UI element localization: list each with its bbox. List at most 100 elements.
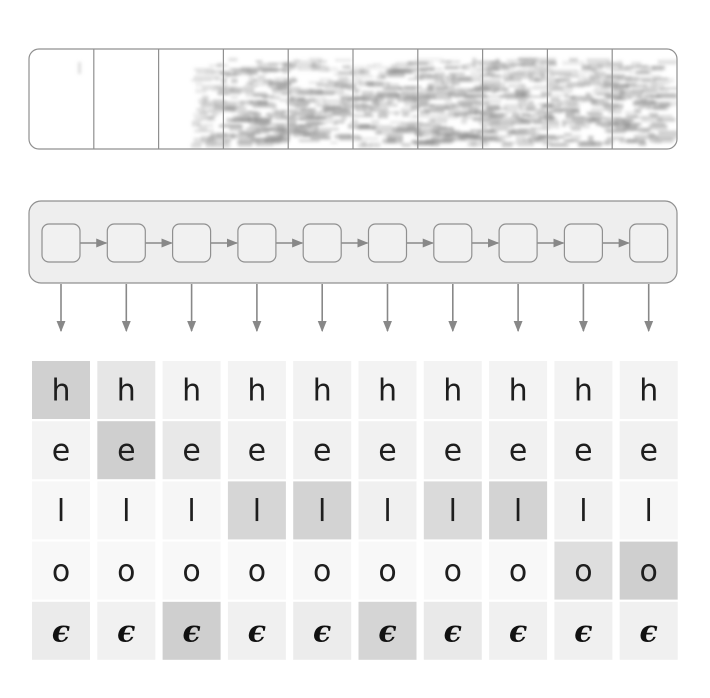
spectrogram-texture <box>271 107 278 113</box>
character-label: h <box>117 374 136 409</box>
spectrogram-texture <box>406 62 427 67</box>
spectrogram-texture <box>657 88 669 93</box>
spectrogram-texture <box>257 100 268 106</box>
spectrogram-texture <box>441 80 455 86</box>
rnn-cell <box>41 223 81 263</box>
spectrogram-texture <box>618 90 626 95</box>
spectrogram-texture <box>255 60 263 63</box>
spectrogram-texture <box>433 125 447 130</box>
character-label: o <box>444 554 462 589</box>
spectrogram-texture <box>604 127 624 133</box>
output-cell: ϵ <box>32 601 90 660</box>
spectrogram-texture <box>597 74 620 79</box>
spectrogram-texture <box>245 91 267 98</box>
spectrogram-texture <box>527 131 540 135</box>
output-arrows <box>56 284 654 333</box>
character-label: e <box>509 434 527 469</box>
spectrogram-texture <box>495 137 506 143</box>
output-cell-shade <box>358 421 417 480</box>
spectrogram-texture <box>571 126 581 132</box>
spectrogram-texture <box>657 117 676 122</box>
spectrogram-texture <box>444 65 467 70</box>
spectrogram-texture <box>450 131 473 134</box>
spectrogram-texture <box>262 69 268 75</box>
spectrogram-texture <box>193 75 220 80</box>
spectrogram-texture <box>564 79 571 83</box>
blank-symbol-label: ϵ <box>574 614 592 649</box>
spectrogram-texture <box>308 110 314 113</box>
output-cell: l <box>358 481 417 540</box>
spectrogram-texture <box>651 114 673 118</box>
spectrogram-texture <box>345 65 372 70</box>
spectrogram-texture <box>608 122 630 127</box>
blank-symbol-label: ϵ <box>378 614 396 649</box>
spectrogram-texture <box>401 90 422 95</box>
spectrogram-texture <box>238 111 259 117</box>
spectrogram-texture <box>452 81 460 85</box>
spectrogram-texture <box>505 95 530 101</box>
spectrogram-texture <box>333 122 338 126</box>
spectrogram-texture <box>462 106 478 110</box>
character-label: l <box>253 494 261 529</box>
spectrogram-texture <box>615 126 629 131</box>
spectrogram-texture <box>232 115 258 120</box>
output-cell-shade <box>97 541 156 600</box>
spectrogram-texture <box>568 124 590 129</box>
spectrogram-texture <box>246 127 273 131</box>
spectrogram-texture <box>518 57 538 62</box>
spectrogram-texture <box>625 65 640 70</box>
spectrogram-texture <box>459 100 483 106</box>
spectrogram-texture <box>252 79 273 82</box>
spectrogram-texture <box>340 99 352 105</box>
character-label: e <box>248 434 266 469</box>
spectrogram-texture <box>412 67 435 72</box>
spectrogram-texture <box>339 135 362 141</box>
spectrogram-texture <box>226 108 236 112</box>
spectrogram-texture <box>288 125 305 129</box>
spectrogram-texture <box>335 58 352 62</box>
spectrogram-texture <box>78 62 81 74</box>
spectrogram-texture <box>317 60 327 63</box>
rnn-cell <box>629 223 669 263</box>
spectrogram-texture <box>213 101 229 104</box>
spectrogram-texture <box>427 83 448 90</box>
spectrogram-texture <box>303 133 328 138</box>
spectrogram-texture <box>291 112 314 117</box>
spectrogram-texture <box>438 58 445 63</box>
spectrogram-frame <box>28 48 678 150</box>
output-distribution-grid: heloϵheloϵheloϵheloϵheloϵheloϵheloϵheloϵ… <box>32 361 678 660</box>
spectrogram-texture <box>334 85 354 88</box>
spectrogram-texture <box>361 141 367 147</box>
spectrogram-texture <box>653 104 669 111</box>
spectrogram-texture <box>622 119 634 123</box>
spectrogram-texture <box>623 128 650 131</box>
spectrogram-texture <box>287 117 301 121</box>
spectrogram-texture <box>528 71 547 77</box>
spectrogram-texture <box>326 132 331 139</box>
spectrogram-texture <box>308 88 322 93</box>
spectrogram-texture <box>217 62 223 68</box>
output-cell: l <box>489 481 548 540</box>
spectrogram-texture <box>254 114 262 121</box>
spectrogram-texture <box>481 79 501 86</box>
spectrogram-texture <box>211 112 218 117</box>
spectrogram-texture <box>386 69 406 74</box>
spectrogram-texture <box>280 114 289 119</box>
spectrogram-texture <box>190 79 212 82</box>
output-cell-shade <box>293 541 352 600</box>
spectrogram-texture <box>518 83 526 90</box>
output-cell-shade <box>619 481 678 540</box>
spectrogram-texture <box>268 81 292 86</box>
spectrogram-texture <box>593 71 606 76</box>
blank-symbol-label: ϵ <box>313 614 331 649</box>
spectrogram-texture <box>588 135 594 142</box>
output-cell: l <box>227 481 286 540</box>
spectrogram-texture <box>536 110 562 113</box>
spectrogram-texture <box>309 57 323 62</box>
spectrogram-texture <box>587 117 601 123</box>
spectrogram-texture <box>193 67 213 71</box>
character-label: l <box>645 494 653 529</box>
spectrogram-texture <box>392 126 410 133</box>
spectrogram-texture <box>358 126 378 130</box>
character-label: l <box>122 494 130 529</box>
